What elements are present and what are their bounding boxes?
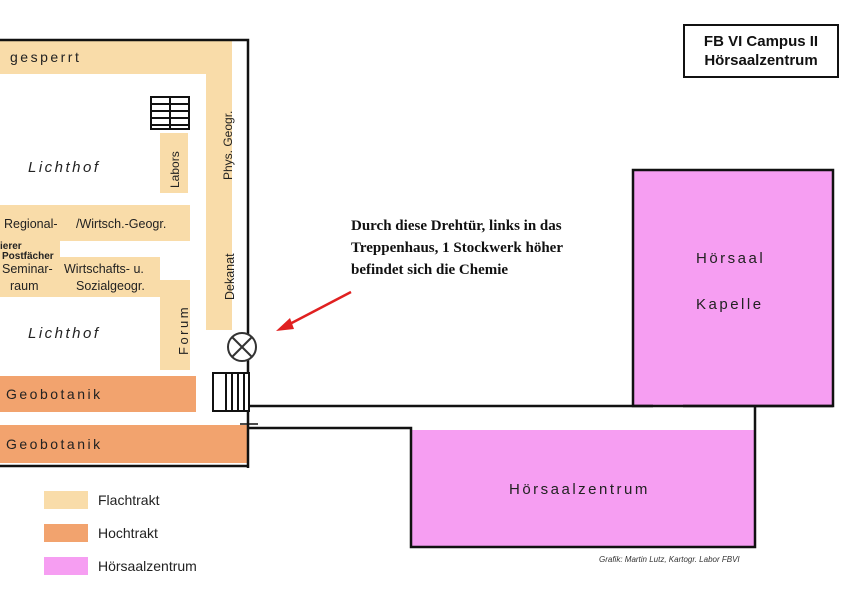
annotation-line-2: Treppenhaus, 1 Stockwerk höher [351,240,563,256]
building-hoersaalzentrum [411,430,755,547]
label-phys-geogr: Phys. Geogr. [221,111,235,180]
label-postfaecher-a: ierer [0,241,22,252]
label-wirtschafts-b: Sozialgeogr. [76,279,145,293]
room-postfaecher [0,241,60,297]
map-title-line-2: Hörsaalzentrum [704,52,818,69]
legend-label-hochtrakt: Hochtrakt [98,525,158,541]
label-wirtschafts-a: Wirtschafts- u. [64,262,144,276]
map-title-line-1: FB VI Campus II [703,33,819,50]
legend-swatch-flachtrakt [44,491,88,509]
legend-label-hoersaalzentrum: Hörsaalzentrum [98,558,197,574]
label-regional: Regional- [4,217,58,231]
label-forum: Forum [176,305,191,355]
legend-item-hoersaalzentrum: Hörsaalzentrum [44,556,197,576]
label-seminar-b: raum [10,279,38,293]
corridor-right-top [206,40,232,330]
annotation-line-3: befindet sich die Chemie [351,262,508,278]
staircase-bottom-icon [212,372,250,412]
label-postfaecher-b: Postfächer [2,251,54,262]
corridor-wall-bottom [248,406,757,549]
label-gesperrt: gesperrt [10,49,81,65]
legend-swatch-hoersaalzentrum [44,557,88,575]
label-wirtsch-geogr: /Wirtsch.-Geogr. [76,217,166,231]
map-credit: Grafik: Martin Lutz, Kartogr. Labor FBVI [599,555,740,564]
label-dekanat: Dekanat [223,253,237,300]
room-gesperrt [0,40,232,74]
label-hoersaal-kapelle-b: Kapelle [696,296,764,313]
staircase-top-icon [150,96,190,130]
room-geobotanik-1 [0,376,196,412]
room-labors [160,133,188,193]
label-labors: Labors [168,151,182,188]
label-lichthof-bottom: Lichthof [28,325,101,342]
legend-item-hochtrakt: Hochtrakt [44,523,197,543]
room-geobotanik-2 [0,425,248,463]
label-seminar-a: Seminar- [2,262,53,276]
label-hoersaal-kapelle-a: Hörsaal [696,250,765,267]
legend-item-flachtrakt: Flachtrakt [44,490,197,510]
legend-swatch-hochtrakt [44,524,88,542]
revolving-door-icon [227,332,257,362]
room-forum [160,280,190,370]
legend-label-flachtrakt: Flachtrakt [98,492,160,508]
room-regional-wirtsch [0,205,190,241]
outer-wall-main [0,38,250,468]
legend: Flachtrakt Hochtrakt Hörsaalzentrum [44,490,197,589]
building-hoersaal-kapelle [631,168,835,408]
room-wirtschafts-sozial [60,257,160,297]
label-lichthof-top: Lichthof [28,159,101,176]
label-geobotanik-1: Geobotanik [6,386,103,402]
label-geobotanik-2: Geobotanik [6,436,103,452]
map-title-box: FB VI Campus II Hörsaalzentrum [683,24,839,78]
annotation-line-1: Durch diese Drehtür, links in das [351,218,562,234]
red-arrow-icon [276,290,352,331]
label-hoersaalzentrum: Hörsaalzentrum [509,481,650,498]
